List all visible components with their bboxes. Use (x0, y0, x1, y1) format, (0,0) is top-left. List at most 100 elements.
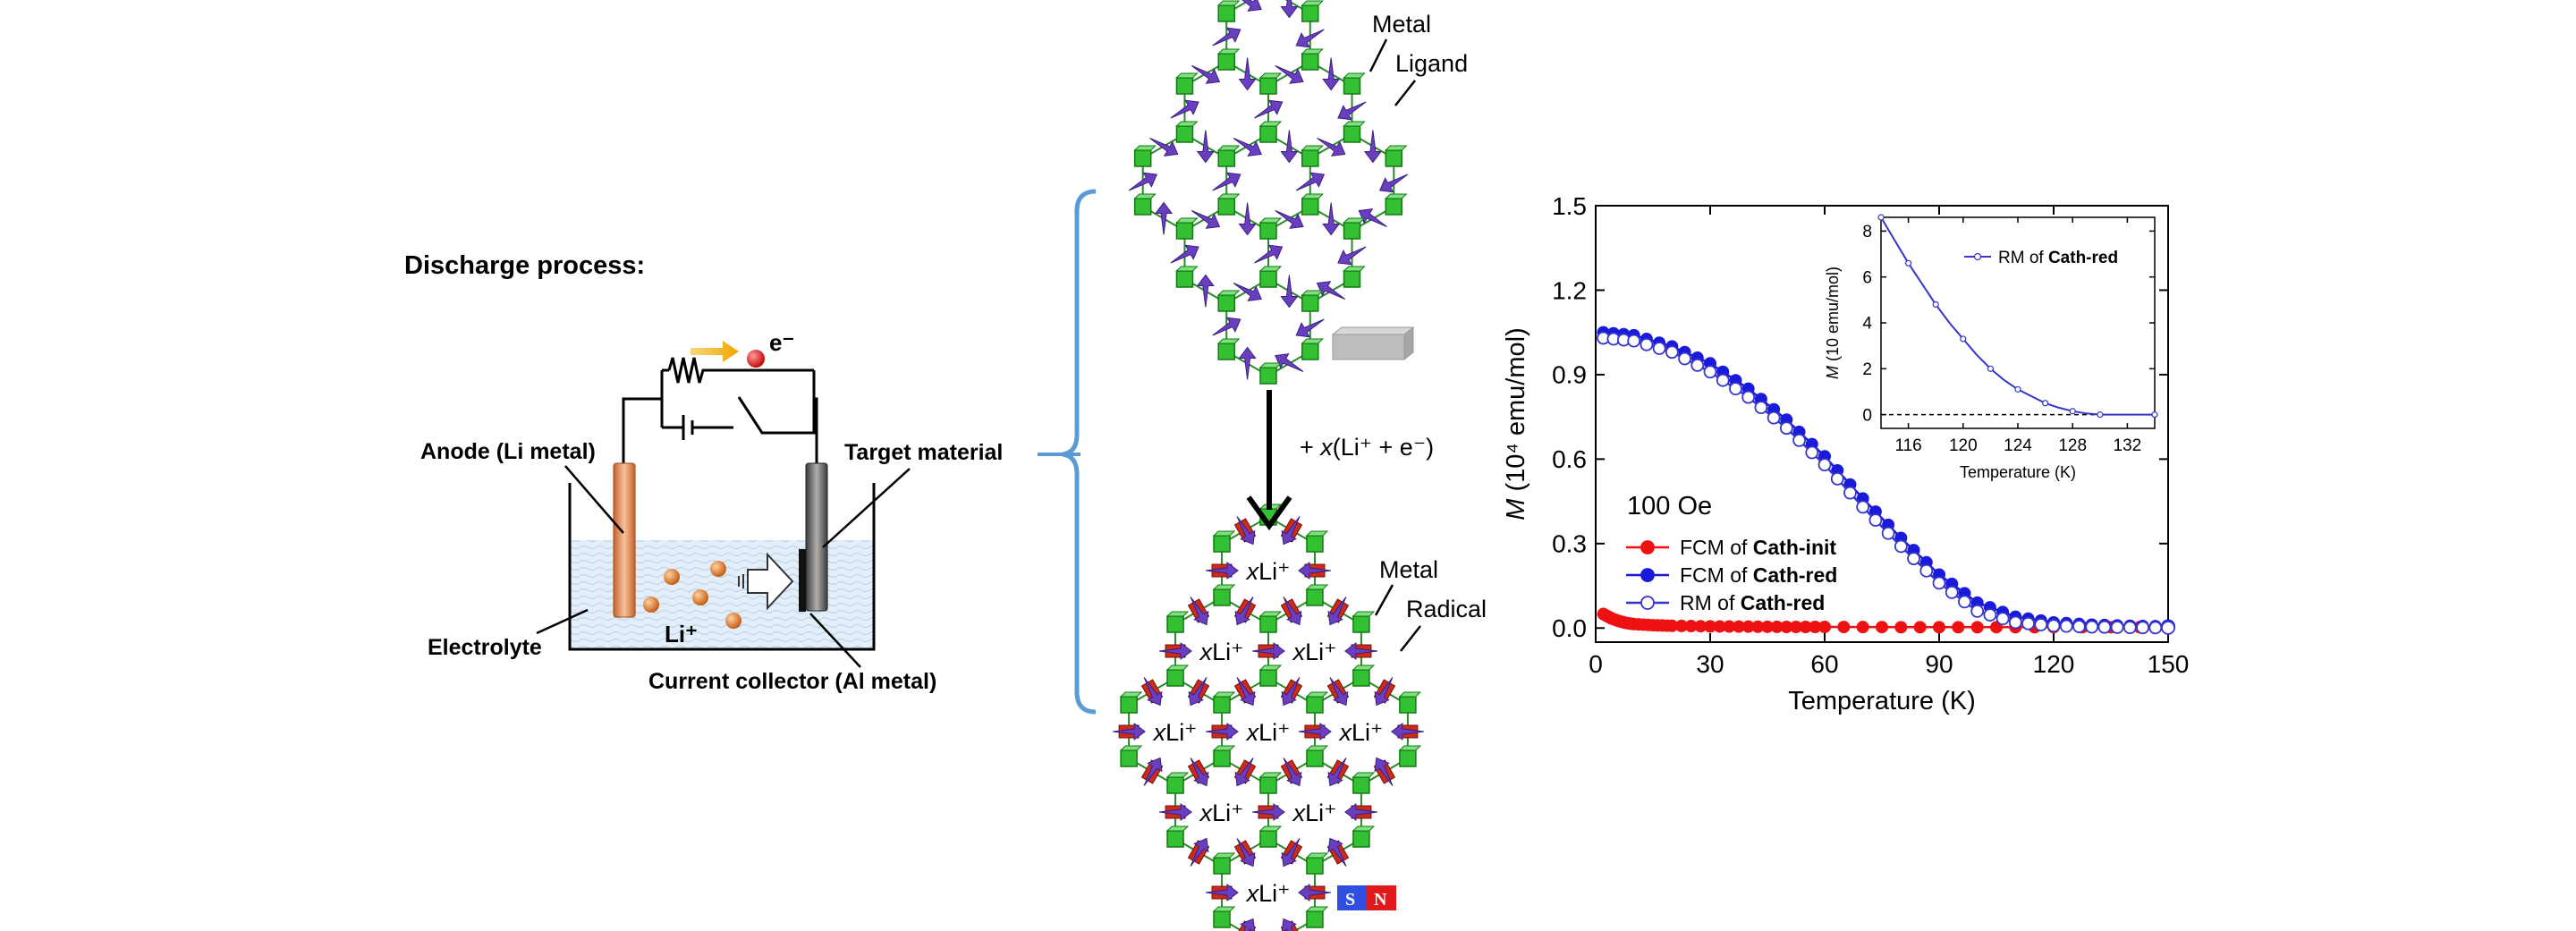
metal-node (1301, 4, 1319, 22)
ligand-spin (1280, 838, 1303, 868)
li-ion (725, 613, 741, 629)
metal-node (1166, 830, 1184, 848)
metal-node-top (1301, 193, 1324, 199)
metal-node-top (1305, 745, 1329, 751)
ligand-spin (1295, 29, 1325, 48)
anode-label: Anode (Li metal) (420, 439, 596, 464)
xli-label: xLi⁺ (1292, 800, 1337, 826)
spin-arrow (1236, 516, 1256, 546)
metal-node-top (1343, 72, 1366, 79)
x-tick-label: 120 (2033, 650, 2075, 678)
data-point (1933, 621, 1945, 634)
ligand-spin (1170, 244, 1199, 264)
ligand-spin (1298, 723, 1332, 741)
legend-marker (1640, 568, 1655, 582)
target-leader (822, 468, 911, 548)
metal-node (1166, 615, 1184, 633)
metal-node-top (1175, 217, 1199, 224)
data-point (1703, 365, 1717, 379)
spin-arrow (1212, 27, 1241, 47)
data-point (2072, 620, 2086, 633)
ligand-spin (1275, 65, 1304, 84)
metal-node (1175, 77, 1194, 95)
spin-arrow (1254, 99, 1284, 119)
bottom-metal-leader (1374, 584, 1394, 616)
spin-arrow (1295, 29, 1325, 48)
xli-label: xLi⁺ (1199, 800, 1244, 826)
data-point (1881, 526, 1895, 540)
ligand-spin (1212, 317, 1241, 336)
data-point (1970, 621, 1984, 634)
data-point (1733, 620, 1745, 633)
data-point (1780, 620, 1793, 633)
metal-node-top (1212, 745, 1236, 751)
xli-label: xLi⁺ (1199, 639, 1244, 665)
ligand-spin (1191, 210, 1221, 229)
data-point (1751, 620, 1765, 633)
metal-node (1399, 696, 1417, 714)
metal-node (1166, 776, 1184, 794)
metal-node (1259, 222, 1277, 240)
xli-label: xLi⁺ (1245, 558, 1291, 585)
spin-arrow (1275, 353, 1304, 372)
data-point (1818, 458, 1832, 472)
ligand-spin (1187, 677, 1210, 707)
framework-annotations: Metal Ligand + x(Li⁺ + e⁻) Metal Radical… (1246, 11, 1487, 910)
spin-arrow (1196, 130, 1215, 164)
spin-arrow (1327, 837, 1347, 867)
ligand-spin (1326, 597, 1350, 626)
spin-arrow (1188, 677, 1208, 707)
crystal-block-top (1331, 326, 1415, 335)
metal-node (1213, 749, 1231, 767)
x-tick-label: 30 (1696, 650, 1724, 678)
metal-node-top (1343, 217, 1366, 224)
legend-label: FCM of Cath-init (1680, 536, 1836, 559)
ligand-spin (1373, 677, 1396, 707)
ligand-spin (1233, 838, 1257, 868)
spin-arrow (1322, 202, 1341, 236)
ligand-spin (1275, 210, 1304, 229)
electrolyte-label: Electrolyte (428, 635, 542, 660)
metal-node (1213, 857, 1231, 875)
top-ligand-label: Ligand (1395, 50, 1468, 77)
data-point (2021, 616, 2035, 631)
data-point (2059, 619, 2073, 633)
data-point (1856, 500, 1870, 514)
metal-node-top (1165, 825, 1190, 832)
xli-label: xLi⁺ (1245, 719, 1291, 746)
spin-arrow (1254, 244, 1284, 264)
spin-arrow (1236, 918, 1256, 931)
metal-node (1259, 367, 1277, 385)
data-point (1754, 401, 1768, 415)
metal-node-top (1352, 825, 1376, 832)
spin-arrow (1327, 757, 1347, 787)
spin-arrow (1233, 283, 1262, 301)
data-point (1818, 620, 1831, 633)
metal-node-top (1165, 772, 1190, 778)
data-point (2034, 618, 2048, 631)
spin-arrow (1327, 597, 1347, 626)
magnet-s (1337, 885, 1367, 910)
metal-node (1301, 149, 1319, 167)
metal-node (1306, 910, 1324, 928)
ligand-spin (1363, 130, 1382, 164)
data-point (2097, 620, 2112, 634)
inset-legend-label: RM of Cath-red (1998, 249, 2118, 267)
legend-label: FCM of Cath-red (1680, 563, 1837, 587)
ligand-spin (1326, 757, 1350, 787)
ligand-spin (1212, 27, 1241, 47)
ligand-spin (1254, 99, 1284, 119)
ligand-spin (1344, 803, 1377, 821)
ligand-spin (1316, 281, 1346, 300)
ligand-spin (1238, 202, 1257, 236)
metal-node-top (1119, 691, 1143, 698)
inset-series-line (1880, 216, 2155, 416)
ligand-spin (1326, 837, 1350, 867)
data-point (2136, 621, 2149, 635)
data-point (1856, 621, 1869, 634)
field-annotation: 100 Oe (1627, 492, 1712, 521)
metal-node (1259, 830, 1277, 848)
spin-arrow (1275, 210, 1304, 229)
inset-data-point (1905, 259, 1912, 267)
metal-node-top (1258, 772, 1283, 778)
